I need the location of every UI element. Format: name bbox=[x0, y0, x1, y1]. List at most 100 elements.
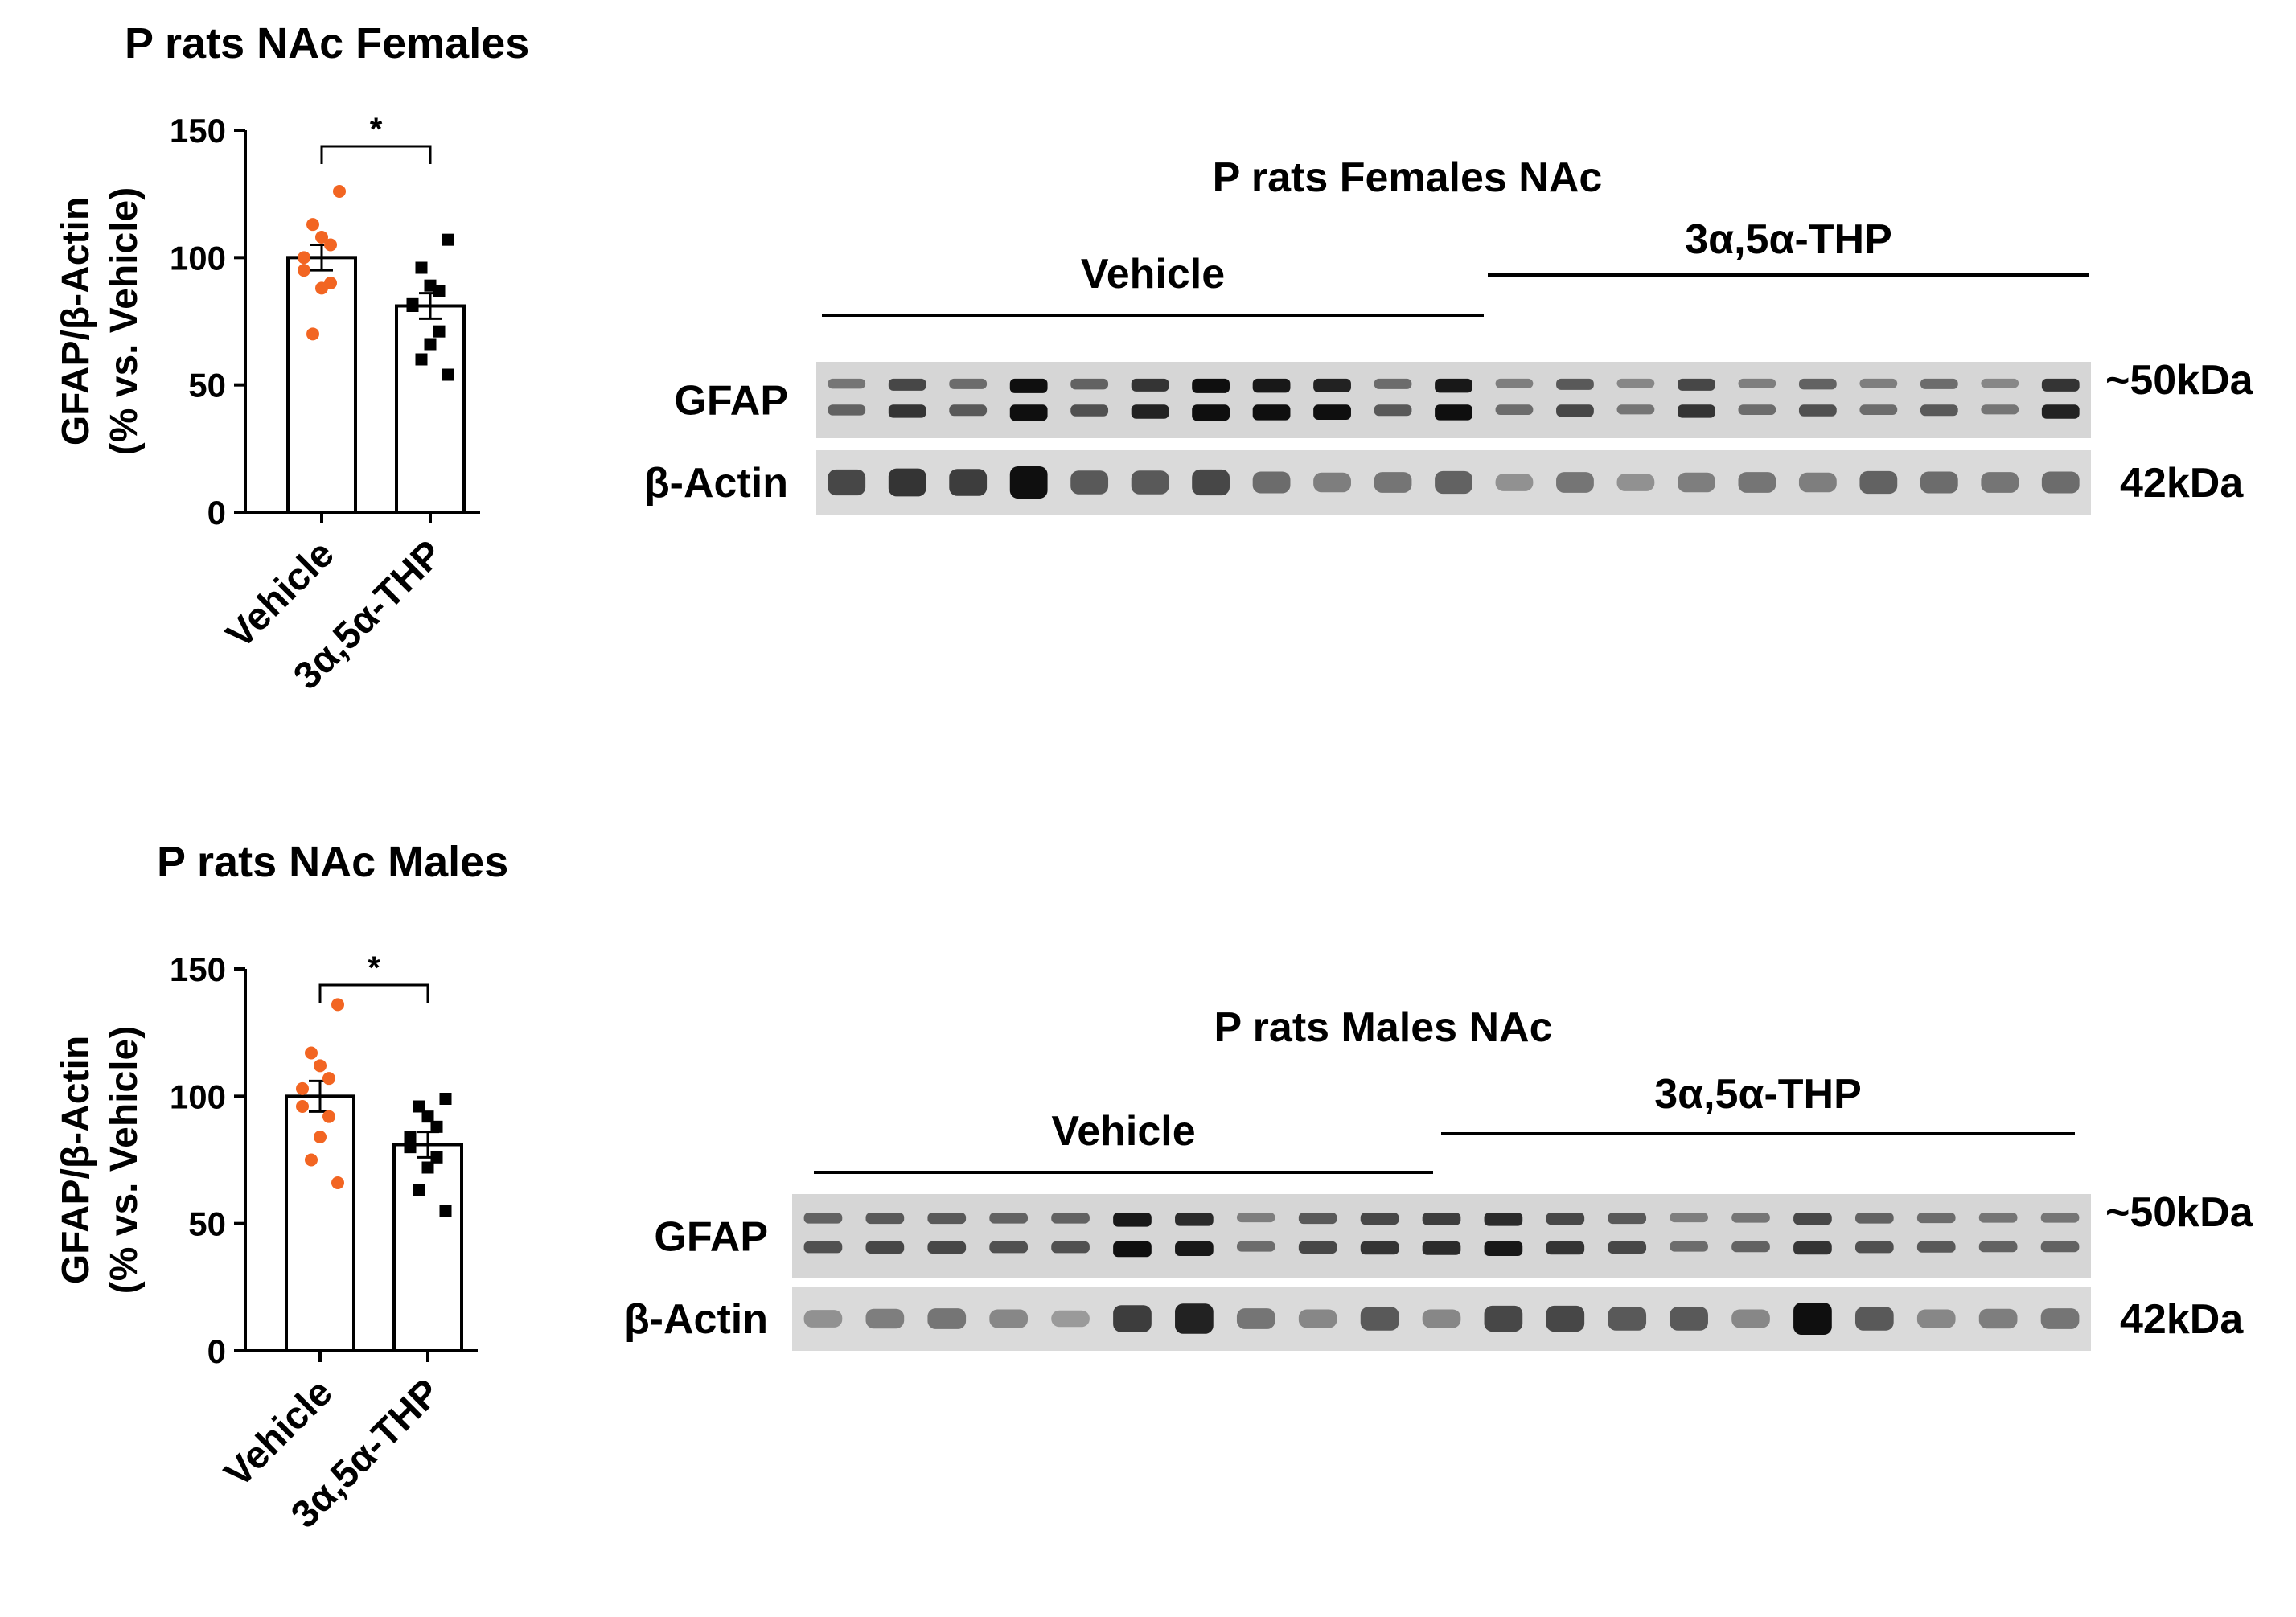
actin-band bbox=[1859, 470, 1898, 495]
actin-band bbox=[949, 469, 988, 496]
data-point-vehicle bbox=[331, 998, 344, 1012]
actin-band bbox=[803, 1310, 843, 1328]
actin-band bbox=[1854, 1307, 1894, 1331]
gfap-band-upper bbox=[1854, 1213, 1894, 1224]
gfap-band-lower bbox=[1175, 1241, 1214, 1256]
data-point-vehicle bbox=[298, 251, 310, 265]
blot-marker-42kda: 42kDa bbox=[2120, 460, 2244, 507]
gfap-band-upper bbox=[1236, 1213, 1275, 1223]
actin-band bbox=[1131, 470, 1169, 495]
gfap-band-lower bbox=[1678, 404, 1715, 418]
gfap-band-lower bbox=[1192, 404, 1230, 421]
data-point-vehicle bbox=[306, 327, 319, 341]
gfap-band-lower bbox=[989, 1241, 1029, 1254]
gfap-band-lower bbox=[1374, 404, 1412, 417]
data-point-vehicle bbox=[298, 264, 310, 277]
data-point-thp bbox=[433, 325, 446, 338]
significance-bracket bbox=[320, 145, 432, 164]
chart-title: P rats NAc Females bbox=[125, 19, 529, 68]
actin-band bbox=[1435, 470, 1472, 495]
y-axis-label-units: (% vs. Vehicle) bbox=[103, 187, 146, 456]
gfap-band-lower bbox=[1854, 1241, 1894, 1254]
data-point-vehicle bbox=[296, 1100, 309, 1113]
gfap-band-lower bbox=[888, 404, 926, 418]
gfap-band-lower bbox=[1051, 1241, 1090, 1254]
actin-band bbox=[1616, 474, 1655, 491]
actin-band bbox=[1556, 472, 1594, 493]
gfap-band-lower bbox=[2040, 1241, 2080, 1253]
data-point-thp bbox=[430, 1151, 443, 1164]
actin-band bbox=[1608, 1307, 1647, 1331]
gfap-band-lower bbox=[1981, 404, 2019, 415]
bar bbox=[392, 1143, 463, 1352]
gfap-band-upper bbox=[1484, 1213, 1523, 1226]
gfap-band-lower bbox=[927, 1241, 967, 1254]
data-point-vehicle bbox=[314, 1059, 327, 1073]
western-blot-1: P rats Males NAcVehicle3α,5α-THPGFAPβ-Ac… bbox=[624, 1004, 2254, 1351]
gfap-band-lower bbox=[828, 404, 866, 416]
gfap-band-upper bbox=[1422, 1213, 1461, 1225]
actin-band bbox=[1484, 1305, 1523, 1332]
blot-title: P rats Females NAc bbox=[1213, 154, 1603, 201]
actin-band bbox=[1113, 1305, 1152, 1332]
data-point-vehicle bbox=[314, 1131, 327, 1143]
gfap-band-upper bbox=[803, 1213, 843, 1224]
gfap-band-upper bbox=[1981, 378, 2019, 388]
data-point-thp bbox=[413, 1100, 425, 1113]
y-tick-label: 150 bbox=[170, 950, 226, 988]
gfap-band-lower bbox=[1070, 404, 1109, 417]
gfap-band-lower bbox=[1422, 1241, 1461, 1255]
gfap-band-upper bbox=[1608, 1213, 1647, 1225]
gfap-band-upper bbox=[1374, 378, 1412, 389]
gfap-band-lower bbox=[1738, 404, 1776, 415]
gfap-band-lower bbox=[1608, 1241, 1647, 1254]
gfap-band-lower bbox=[1009, 404, 1048, 421]
gfap-band-lower bbox=[1313, 404, 1351, 420]
significance-bracket bbox=[318, 983, 429, 1003]
gfap-band-lower bbox=[803, 1241, 843, 1254]
blot-group-label: 3α,5α-THP bbox=[1685, 216, 1892, 263]
actin-band bbox=[1374, 472, 1412, 493]
actin-band bbox=[865, 1308, 905, 1329]
significance-star: * bbox=[368, 950, 380, 986]
data-point-thp bbox=[406, 300, 419, 312]
gfap-band-upper bbox=[1313, 378, 1351, 392]
data-point-thp bbox=[433, 285, 446, 297]
data-point-thp bbox=[439, 1093, 452, 1105]
actin-band bbox=[1422, 1309, 1461, 1328]
gfap-band-lower bbox=[1252, 404, 1291, 421]
data-point-thp bbox=[442, 233, 454, 246]
gfap-band-lower bbox=[1978, 1241, 2018, 1253]
gfap-band-lower bbox=[1798, 404, 1837, 417]
data-point-vehicle bbox=[305, 1153, 318, 1167]
data-point-thp bbox=[421, 1161, 434, 1174]
data-point-thp bbox=[415, 353, 428, 366]
gfap-band-upper bbox=[1113, 1213, 1152, 1227]
actin-band bbox=[1546, 1305, 1585, 1332]
actin-band bbox=[1731, 1309, 1770, 1328]
actin-band bbox=[1360, 1307, 1399, 1331]
actin-band bbox=[1981, 472, 2019, 493]
data-point-vehicle bbox=[322, 1072, 335, 1086]
gfap-band-lower bbox=[1793, 1241, 1832, 1255]
y-axis-label: GFAP/β-Actin bbox=[55, 1036, 97, 1284]
gfap-band-upper bbox=[1731, 1213, 1770, 1223]
gfap-band-upper bbox=[1495, 378, 1534, 388]
gfap-band-lower bbox=[865, 1241, 905, 1254]
y-tick-label: 150 bbox=[170, 112, 226, 150]
actin-band bbox=[1920, 471, 1958, 494]
western-blot-0: P rats Females NAcVehicle3α,5α-THPGFAPβ-… bbox=[644, 154, 2254, 515]
actin-band bbox=[888, 468, 926, 497]
data-point-thp bbox=[404, 1131, 417, 1143]
data-point-vehicle bbox=[315, 231, 328, 244]
gfap-band-lower bbox=[1616, 404, 1655, 415]
data-point-thp bbox=[413, 1184, 425, 1196]
actin-band bbox=[1313, 472, 1351, 493]
y-tick-label: 100 bbox=[170, 1077, 226, 1115]
bar bbox=[286, 256, 357, 514]
blot-group-label: Vehicle bbox=[1051, 1108, 1195, 1155]
gfap-band-lower bbox=[1360, 1241, 1399, 1255]
gfap-band-upper bbox=[865, 1213, 905, 1225]
